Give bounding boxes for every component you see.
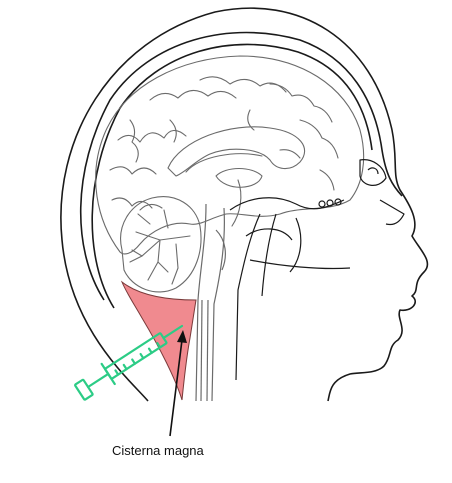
cerebrum	[95, 55, 365, 255]
head-profile-outline	[60, 7, 429, 402]
face-internal-structures	[229, 159, 405, 381]
pointer-arrow	[169, 330, 187, 437]
cisterna-magna-label: Cisterna magna	[112, 443, 204, 458]
syringe-icon	[74, 324, 184, 401]
cerebellum	[120, 196, 202, 293]
brainstem-spinal-cord	[195, 203, 226, 402]
